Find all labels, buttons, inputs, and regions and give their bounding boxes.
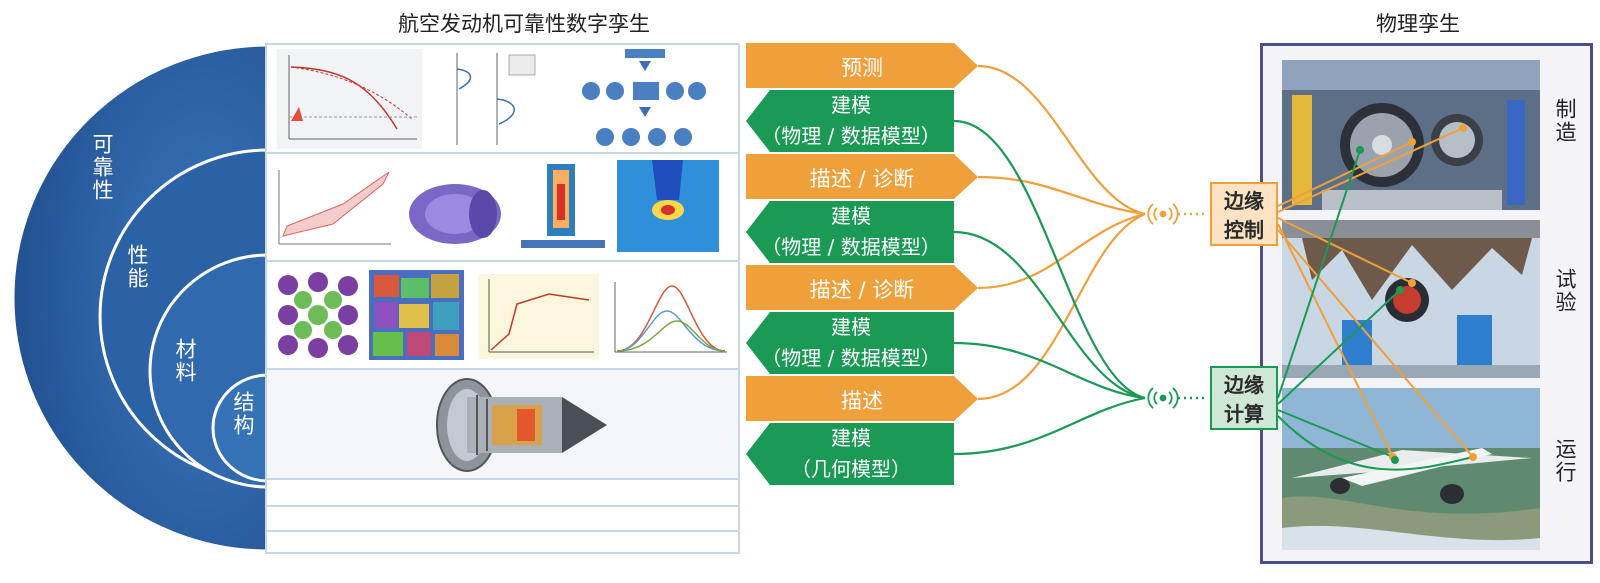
probability-distribution-image bbox=[456, 53, 536, 145]
manufacturing-photo bbox=[1282, 60, 1540, 210]
edge-compute-label: 边缘计算 bbox=[1224, 373, 1264, 426]
level-label-structure: 结构 bbox=[231, 391, 255, 437]
physical-label-manufacturing: 制造 bbox=[1553, 98, 1577, 144]
link-control-test bbox=[1277, 217, 1413, 284]
layer-arrow-model-4 bbox=[746, 423, 954, 485]
layer-arrow-diagnose-2 bbox=[746, 265, 978, 310]
layer-label-describe: 描述 bbox=[841, 389, 883, 413]
layer-label-model-2: 建模（物理 / 数据模型） bbox=[761, 204, 941, 259]
level-label-material: 材料 bbox=[173, 338, 197, 384]
layer-label-diagnose-1: 描述 / 诊断 bbox=[809, 167, 915, 191]
physical-twin-title: 物理孪生 bbox=[1376, 12, 1460, 36]
layer-arrow-model-2 bbox=[746, 201, 954, 263]
degradation-prediction-chart-image bbox=[277, 49, 422, 149]
edge-compute-box: 边缘计算 bbox=[1210, 366, 1278, 430]
fault-tree-image bbox=[582, 49, 706, 146]
panel-material bbox=[265, 260, 740, 370]
link-compute-manufacturing bbox=[1277, 149, 1361, 399]
level-label-reliability: 可靠性 bbox=[90, 133, 114, 202]
engine-cutaway-image bbox=[436, 378, 607, 472]
panel-reliability bbox=[265, 43, 740, 154]
layer-label-diagnose-2: 描述 / 诊断 bbox=[809, 278, 915, 302]
link-compute-test bbox=[1277, 289, 1401, 405]
stress-contour-image bbox=[617, 160, 719, 252]
physical-label-test: 试验 bbox=[1553, 268, 1577, 314]
stress-strain-curve-image bbox=[479, 274, 599, 359]
digital-twin-title: 航空发动机可靠性数字孪生 bbox=[398, 12, 650, 36]
grain-structure-image bbox=[369, 270, 464, 360]
panel-stack-bottom-3 bbox=[265, 530, 740, 554]
layer-arrow-model-3 bbox=[746, 312, 954, 374]
link-model3-compute bbox=[953, 341, 1146, 400]
link-compute-operation bbox=[1277, 409, 1394, 458]
wireless-icon-control bbox=[1147, 203, 1179, 225]
crystal-lattice-image bbox=[278, 272, 358, 358]
wireless-icon-compute bbox=[1147, 387, 1179, 409]
link-diagnose2-control bbox=[977, 212, 1146, 290]
layer-label-predict: 预测 bbox=[841, 56, 883, 80]
edge-control-box: 边缘控制 bbox=[1210, 182, 1278, 246]
temperature-field-image bbox=[521, 164, 605, 248]
link-control-operation-1 bbox=[1277, 223, 1394, 458]
link-model4-compute bbox=[953, 396, 1146, 456]
layer-label-model-1: 建模（物理 / 数据模型） bbox=[761, 93, 941, 148]
link-predict-control bbox=[977, 64, 1146, 216]
edge-control-label: 边缘控制 bbox=[1224, 189, 1264, 242]
link-diagnose1-control bbox=[977, 175, 1146, 216]
turbine-mesh-image bbox=[409, 184, 501, 244]
physical-label-operation: 运行 bbox=[1553, 438, 1577, 484]
link-describe-control bbox=[977, 212, 1146, 401]
layer-arrow-diagnose-1 bbox=[746, 154, 978, 199]
layer-arrow-predict bbox=[746, 43, 978, 88]
link-control-manufacturing-1 bbox=[1277, 141, 1413, 207]
layer-arrow-model-1 bbox=[746, 90, 954, 152]
layer-arrow-describe bbox=[746, 376, 978, 421]
panel-performance bbox=[265, 152, 740, 262]
performance-surface-plot-image bbox=[278, 170, 391, 245]
operation-photo bbox=[1282, 388, 1540, 550]
layer-label-model-4: 建模（几何模型） bbox=[791, 426, 911, 481]
layer-label-model-3: 建模（物理 / 数据模型） bbox=[761, 315, 941, 370]
level-ring-structure bbox=[211, 373, 270, 483]
panel-stack-bottom-1 bbox=[265, 478, 740, 507]
link-model1-compute bbox=[953, 119, 1146, 400]
level-label-performance: 性能 bbox=[125, 244, 149, 290]
test-photo bbox=[1282, 220, 1540, 378]
distribution-curve-image bbox=[614, 282, 727, 353]
link-model2-compute bbox=[953, 230, 1146, 400]
